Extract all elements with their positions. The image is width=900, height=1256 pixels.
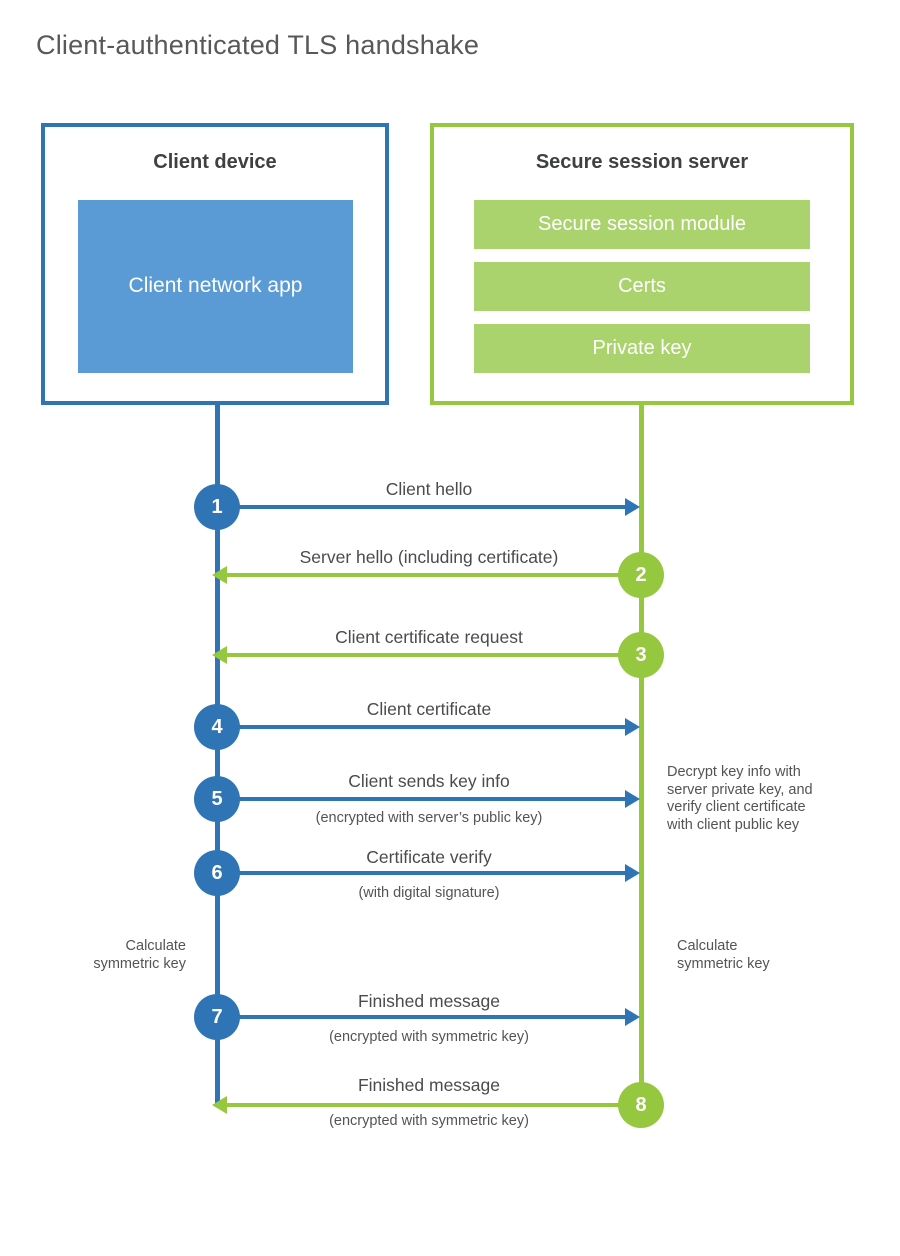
arrowhead-right-icon [625,498,640,516]
message-sublabel: (encrypted with symmetric key) [329,1113,529,1129]
note-calculate-symmetric-key-client: Calculate symmetric key [93,938,186,972]
private-key-bar: Private key [474,324,810,373]
step-badge: 1 [194,484,240,530]
arrowhead-left-icon [212,1096,227,1114]
step-badge: 6 [194,850,240,896]
message-label: Finished message [357,1075,501,1095]
client-device-title: Client device [153,151,277,173]
message-label: Server hello (including certificate) [299,547,559,567]
message-arrow-left [227,573,641,577]
client-network-app-label: Client network app [128,274,303,298]
step-badge: 4 [194,704,240,750]
page-title: Client-authenticated TLS handshake [36,30,480,60]
arrowhead-left-icon [212,646,227,664]
client-lifeline [215,401,220,1107]
message-sublabel: (encrypted with symmetric key) [329,1029,529,1045]
step-badge: 3 [618,632,664,678]
arrowhead-right-icon [625,790,640,808]
arrowhead-right-icon [625,718,640,736]
message-arrow-right [217,1015,625,1019]
message-arrow-left [227,1103,641,1107]
arrowhead-right-icon [625,864,640,882]
message-arrow-right [217,505,625,509]
step-badge: 5 [194,776,240,822]
message-arrow-right [217,725,625,729]
message-arrow-right [217,797,625,801]
message-label: Finished message [357,991,501,1011]
note-calculate-symmetric-key-server: Calculate symmetric key [677,938,770,972]
message-label: Client certificate request [335,627,523,647]
note-decrypt-key-info: Decrypt key info with server private key… [667,764,813,833]
arrowhead-right-icon [625,1008,640,1026]
message-label: Client sends key info [348,771,510,791]
message-arrow-right [217,871,625,875]
server-lifeline [639,401,644,1107]
message-label: Certificate verify [366,847,492,867]
message-sublabel: (encrypted with server’s public key) [315,810,543,826]
arrowhead-left-icon [212,566,227,584]
client-network-app-box: Client network app [78,200,353,373]
step-badge: 2 [618,552,664,598]
secure-session-module-bar: Secure session module [474,200,810,249]
message-label: Client hello [385,479,473,499]
message-label: Client certificate [366,699,492,719]
message-arrow-left [227,653,641,657]
server-title: Secure session server [535,151,749,173]
step-badge: 7 [194,994,240,1040]
message-sublabel: (with digital signature) [358,885,500,901]
step-badge: 8 [618,1082,664,1128]
certs-bar: Certs [474,262,810,311]
